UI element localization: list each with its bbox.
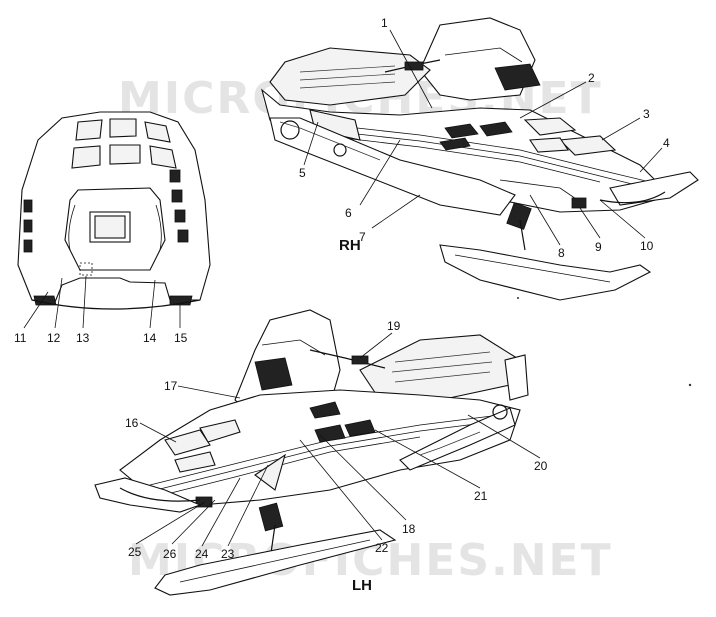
callout-4: 4 [663,136,670,150]
callout-5: 5 [299,166,306,180]
callout-15: 15 [174,331,188,345]
callout-21: 21 [474,489,488,503]
callout-26: 26 [163,547,177,561]
sled-lh-view [94,309,529,596]
hood-front-view [17,111,211,310]
callout-2: 2 [588,71,595,85]
callout-23: 23 [221,547,235,561]
callout-20: 20 [534,459,548,473]
callout-12: 12 [47,331,61,345]
callout-13: 13 [76,331,90,345]
callout-11: 11 [14,331,27,345]
callout-22: 22 [375,541,389,555]
callout-25: 25 [128,545,142,559]
callout-numbers: 1 2 3 4 5 6 7 8 9 10 11 12 13 14 15 16 1… [14,16,670,561]
callout-6: 6 [345,206,352,220]
stray-mark [517,297,519,299]
callout-14: 14 [143,331,157,345]
callout-8: 8 [558,246,565,260]
sled-rh-view [261,17,699,301]
callout-3: 3 [643,107,650,121]
callout-7: 7 [359,230,366,244]
callout-19: 19 [387,319,401,333]
callout-10: 10 [640,239,654,253]
callout-9: 9 [595,240,602,254]
callout-18: 18 [402,522,416,536]
callout-24: 24 [195,547,209,561]
stray-mark [688,383,692,387]
callout-1: 1 [381,16,388,30]
leader-lines [23,29,663,547]
view-label-lh: LH [352,577,372,594]
view-label-rh: RH [339,237,361,254]
callout-17: 17 [164,379,178,393]
callout-16: 16 [125,416,139,430]
